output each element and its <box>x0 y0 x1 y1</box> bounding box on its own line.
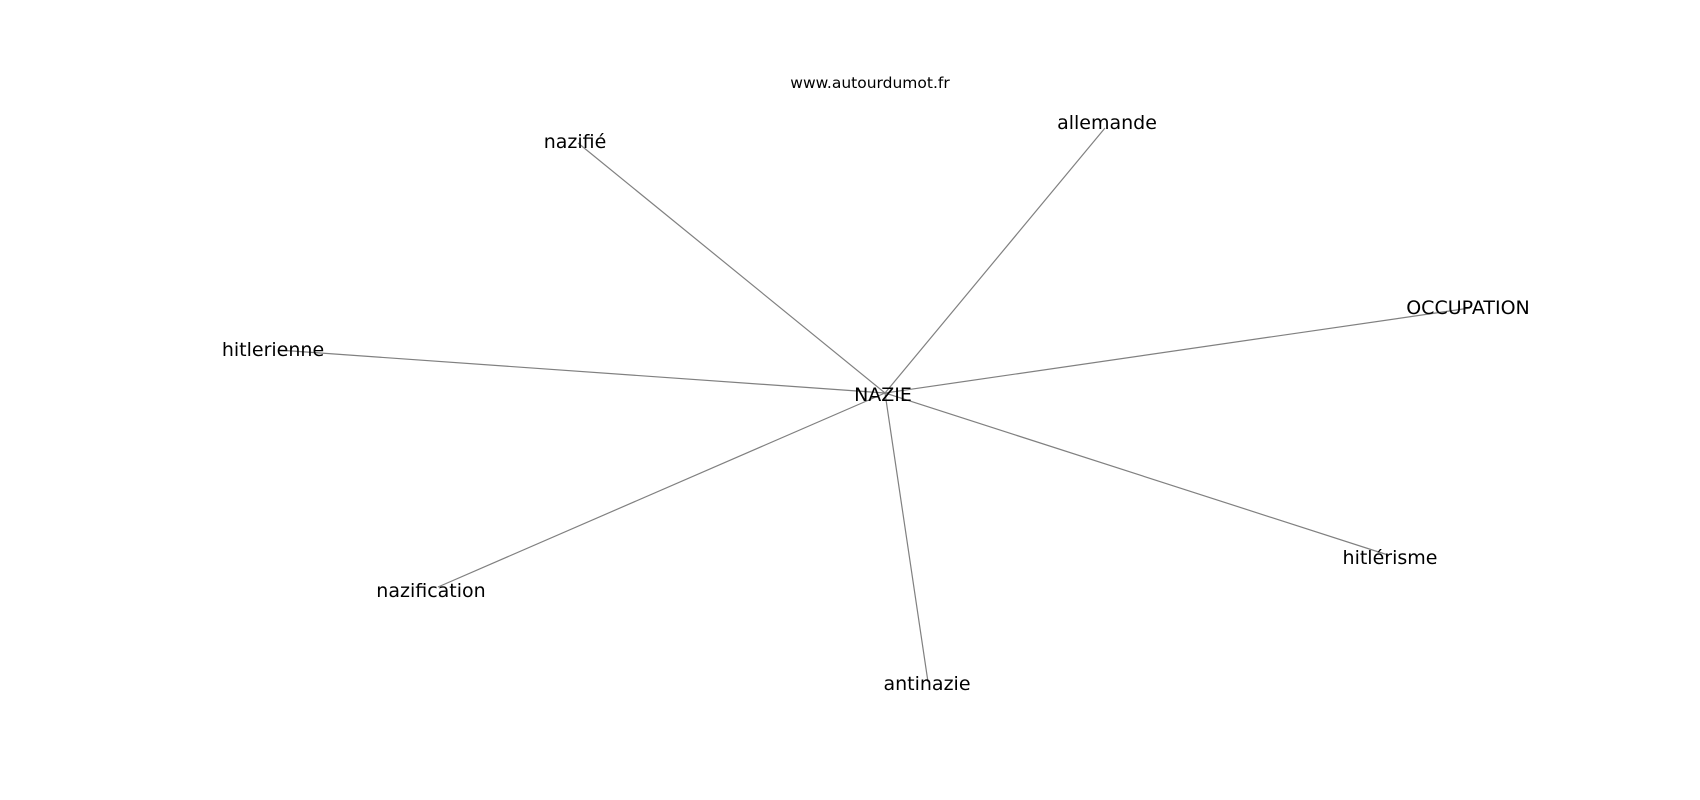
edges <box>277 127 1471 683</box>
edge-allemande <box>884 127 1106 394</box>
edge-hitlerienne <box>277 349 886 394</box>
node-occupation: OCCUPATION <box>1406 297 1530 319</box>
edge-nazifie <box>577 142 886 394</box>
node-nazifie: nazifié <box>544 131 607 153</box>
edge-antinazie <box>884 392 929 683</box>
node-center: NAZIE <box>854 384 912 406</box>
node-antinazie: antinazie <box>883 673 970 695</box>
nodes: NAZIE nazifié allemande OCCUPATION hitle… <box>222 112 1530 695</box>
edge-occupation <box>884 307 1471 394</box>
edge-nazification <box>437 392 886 588</box>
node-hitlerienne: hitlerienne <box>222 339 324 361</box>
node-hitlerisme: hitlérisme <box>1343 547 1438 569</box>
node-nazification: nazification <box>376 580 485 602</box>
node-allemande: allemande <box>1057 112 1157 134</box>
source-watermark: www.autourdumot.fr <box>790 74 950 92</box>
edge-hitlerisme <box>884 392 1389 556</box>
